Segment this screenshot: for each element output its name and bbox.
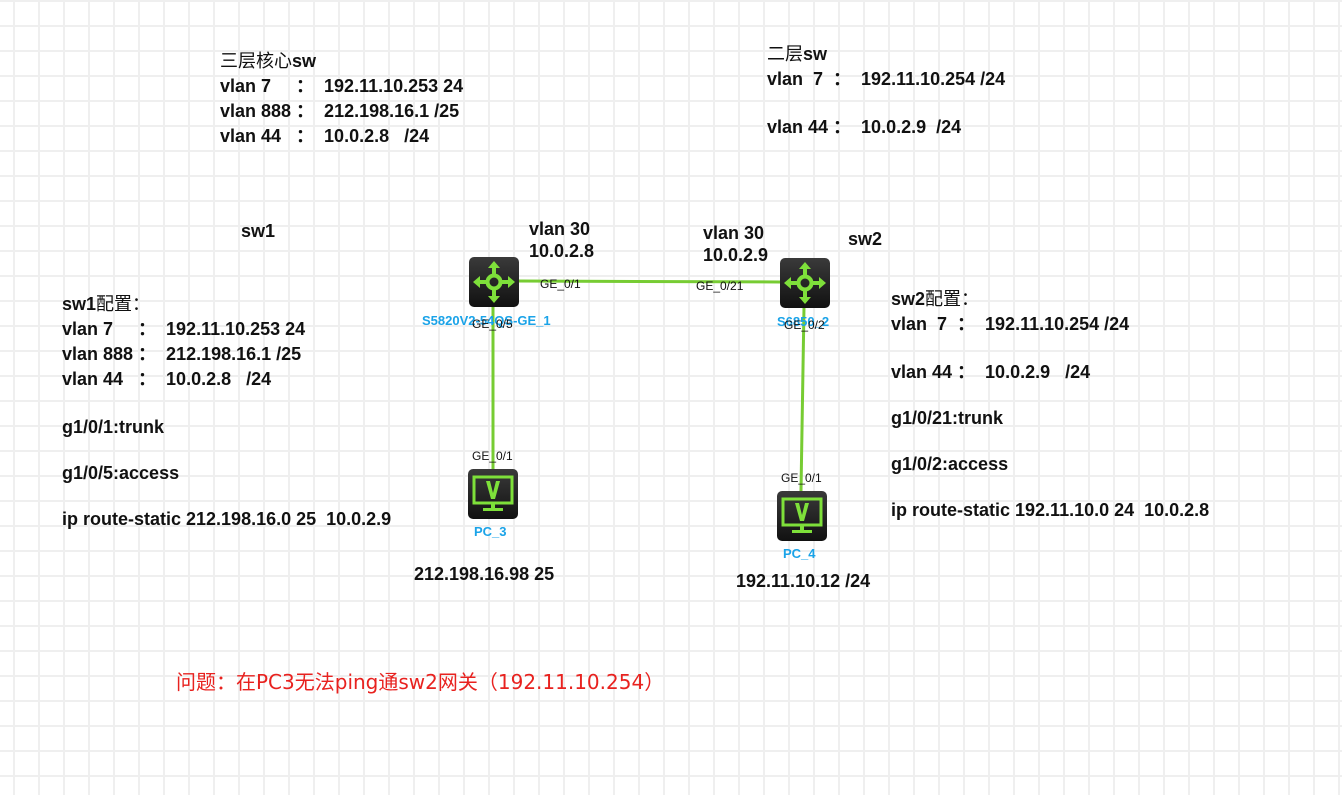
link-sw1-sw2[interactable] [517,279,781,284]
sw1-switch-icon[interactable] [469,257,519,307]
port-label-sw2-ge0-2: GE_0/2 [784,318,825,332]
sw2-config-line: vlan 44 ： 10.0.2.9 /24 [891,362,1091,382]
port-label-sw2-ge0-21: GE_0/21 [696,279,744,293]
sw2-config-title-en: sw2 [891,289,926,309]
sw1-config-line: ip route-static 212.198.16.0 25 10.0.2.9 [62,509,392,529]
l2-sw-title-en: sw [803,44,828,64]
sw1-label: sw1 [241,221,276,241]
sw2-config-line: ip route-static 192.11.10.0 24 10.0.2.8 [891,500,1210,520]
sw2-vlan30-ip: 10.0.2.9 [703,245,769,265]
sw1-config-line: vlan 888 ： 212.198.16.1 /25 [62,344,302,364]
pc4-ip: 192.11.10.12 /24 [736,571,871,591]
sw1-vlan30-ip: 10.0.2.8 [529,241,595,261]
sw1-config-line: vlan 7 ： 192.11.10.253 24 [62,319,306,339]
sw1-vlan30-label: vlan 30 [529,219,591,239]
l2-sw-title: 二层sw [767,44,827,65]
pc4-pc-icon[interactable] [777,491,827,541]
monitor-icon [472,475,514,511]
sw2-config-title-cn: 配置： [925,289,980,310]
l2-sw-line: vlan 7 ： 192.11.10.254 /24 [767,69,1006,89]
port-label-sw1-ge0-1: GE_0/1 [540,277,581,291]
sw2-switch-icon[interactable] [780,258,830,308]
sw1-config-title-cn: 配置： [96,294,151,315]
sw1-config-title-en: sw1 [62,294,97,314]
pc4-device-name[interactable]: PC_4 [783,546,816,561]
pc3-device-name[interactable]: PC_3 [474,524,507,539]
sw1-device-name[interactable]: S5820V2-54QS-GE_1 [422,313,551,328]
sw2-config-line: vlan 7 ： 192.11.10.254 /24 [891,314,1130,334]
router-arrows-icon [784,262,826,304]
core-sw-title-cn: 三层核心 [220,51,292,72]
link-sw2-pc4[interactable] [799,306,806,492]
core-sw-title: 三层核心sw [220,51,316,72]
core-sw-line: vlan 44 ： 10.0.2.8 /24 [220,126,430,146]
monitor-icon [781,497,823,533]
problem-statement: 问题：在PC3无法ping通sw2网关（192.11.10.254） [176,670,665,694]
sw2-device-name[interactable]: S6850_2 [777,314,830,329]
sw2-label: sw2 [848,229,883,249]
core-sw-line: vlan 7 ： 192.11.10.253 24 [220,76,464,96]
sw1-config-line: g1/0/1:trunk [62,417,165,437]
l2-sw-line: vlan 44 ： 10.0.2.9 /24 [767,117,962,137]
sw1-config-title: sw1配置： [62,294,150,315]
pc3-ip: 212.198.16.98 25 [414,564,555,584]
router-arrows-icon [473,261,515,303]
l2-sw-title-cn: 二层 [767,44,803,65]
sw1-config-line: vlan 44 ： 10.0.2.8 /24 [62,369,272,389]
port-label-pc4-ge0-1: GE_0/1 [781,471,822,485]
sw2-config-line: g1/0/2:access [891,454,1009,474]
sw1-config-line: g1/0/5:access [62,463,180,483]
sw2-config-line: g1/0/21:trunk [891,408,1004,428]
port-label-sw1-ge0-5: GE_0/5 [472,317,513,331]
pc3-pc-icon[interactable] [468,469,518,519]
sw2-config-title: sw2配置： [891,289,979,310]
core-sw-title-en: sw [292,51,317,71]
core-sw-line: vlan 888 ： 212.198.16.1 /25 [220,101,460,121]
sw2-vlan30-label: vlan 30 [703,223,765,243]
port-label-pc3-ge0-1: GE_0/1 [472,449,513,463]
